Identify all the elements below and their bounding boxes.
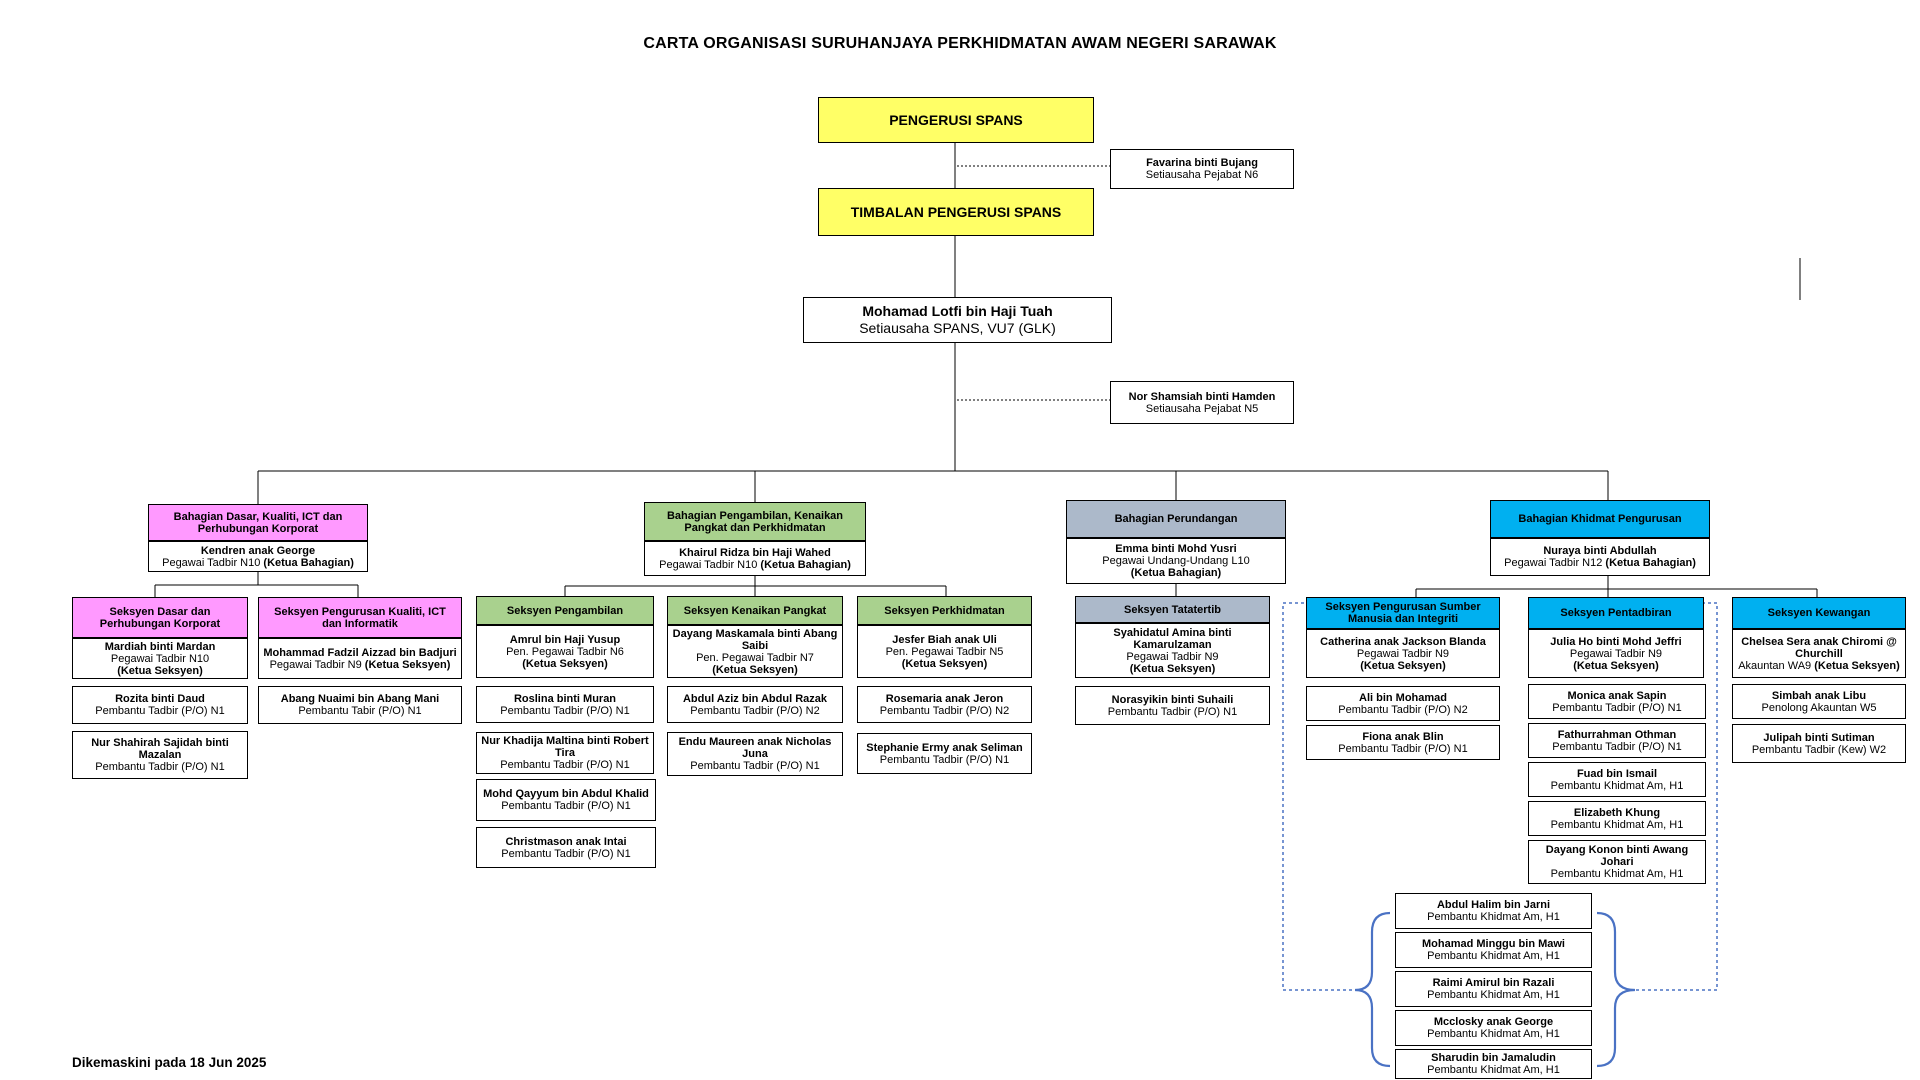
spans-secretary-box: Mohamad Lotfi bin Haji Tuah Setiausaha S… xyxy=(803,297,1112,343)
staff-card: Endu Maureen anak Nicholas Juna Pembantu… xyxy=(667,732,843,776)
section-title: Seksyen Kenaikan Pangkat xyxy=(667,596,843,625)
staff-card: Rosemaria anak Jeron Pembantu Tadbir (P/… xyxy=(857,686,1032,723)
section-head: Syahidatul Amina binti Kamarulzaman Pega… xyxy=(1075,623,1270,678)
section-head: Catherina anak Jackson Blanda Pegawai Ta… xyxy=(1306,629,1500,678)
division-title: Bahagian Khidmat Pengurusan xyxy=(1490,500,1710,538)
section-head: Mohammad Fadzil Aizzad bin Badjuri Pegaw… xyxy=(258,638,462,679)
division-title: Bahagian Dasar, Kualiti, ICT dan Perhubu… xyxy=(148,504,368,541)
section-head: Julia Ho binti Mohd Jeffri Pegawai Tadbi… xyxy=(1528,629,1704,678)
division-title: Bahagian Pengambilan, Kenaikan Pangkat d… xyxy=(644,502,866,541)
shared-staff-card: Mohamad Minggu bin Mawi Pembantu Khidmat… xyxy=(1395,932,1592,968)
staff-card: Fuad bin Ismail Pembantu Khidmat Am, H1 xyxy=(1528,762,1706,797)
section-head: Jesfer Biah anak Uli Pen. Pegawai Tadbir… xyxy=(857,625,1032,678)
staff-card: Rozita binti Daud Pembantu Tadbir (P/O) … xyxy=(72,686,248,724)
section-title: Seksyen Perkhidmatan xyxy=(857,596,1032,625)
section-head: Mardiah binti Mardan Pegawai Tadbir N10 … xyxy=(72,638,248,679)
spans-secretary-name: Mohamad Lotfi bin Haji Tuah xyxy=(862,303,1053,319)
office-secretary-box: Nor Shamsiah binti Hamden Setiausaha Pej… xyxy=(1110,381,1294,424)
division-head: Emma binti Mohd Yusri Pegawai Undang-Und… xyxy=(1066,538,1286,584)
staff-card: Mohd Qayyum bin Abdul Khalid Pembantu Ta… xyxy=(476,779,656,821)
section-head: Amrul bin Haji Yusup Pen. Pegawai Tadbir… xyxy=(476,625,654,678)
staff-card: Ali bin Mohamad Pembantu Tadbir (P/O) N2 xyxy=(1306,686,1500,721)
section-title: Seksyen Pengurusan Sumber Manusia dan In… xyxy=(1306,597,1500,629)
staff-card: Abdul Aziz bin Abdul Razak Pembantu Tadb… xyxy=(667,686,843,723)
division-title: Bahagian Perundangan xyxy=(1066,500,1286,538)
division-head: Kendren anak George Pegawai Tadbir N10 (… xyxy=(148,541,368,572)
staff-card: Christmason anak Intai Pembantu Tadbir (… xyxy=(476,827,656,868)
chair-secretary-name: Favarina binti Bujang xyxy=(1146,157,1258,169)
division-head: Nuraya binti Abdullah Pegawai Tadbir N12… xyxy=(1490,538,1710,576)
division-head: Khairul Ridza bin Haji Wahed Pegawai Tad… xyxy=(644,541,866,576)
chairman-box: PENGERUSI SPANS xyxy=(818,97,1094,143)
shared-staff-card: Abdul Halim bin Jarni Pembantu Khidmat A… xyxy=(1395,893,1592,929)
section-title: Seksyen Kewangan xyxy=(1732,597,1906,629)
shared-staff-card: Sharudin bin Jamaludin Pembantu Khidmat … xyxy=(1395,1049,1592,1079)
deputy-chairman-box: TIMBALAN PENGERUSI SPANS xyxy=(818,188,1094,236)
staff-card: Nur Shahirah Sajidah binti Mazalan Pemba… xyxy=(72,731,248,779)
section-title: Seksyen Pengurusan Kualiti, ICT dan Info… xyxy=(258,597,462,638)
staff-card: Fathurrahman Othman Pembantu Tadbir (P/O… xyxy=(1528,723,1706,758)
staff-card: Simbah anak Libu Penolong Akauntan W5 xyxy=(1732,684,1906,719)
chart-title: CARTA ORGANISASI SURUHANJAYA PERKHIDMATA… xyxy=(643,35,1277,52)
last-updated-note: Dikemaskini pada 18 Jun 2025 xyxy=(72,1055,267,1070)
staff-card: Elizabeth Khung Pembantu Khidmat Am, H1 xyxy=(1528,801,1706,836)
spans-secretary-position: Setiausaha SPANS, VU7 (GLK) xyxy=(859,320,1056,336)
staff-card: Fiona anak Blin Pembantu Tadbir (P/O) N1 xyxy=(1306,725,1500,760)
section-title: Seksyen Pentadbiran xyxy=(1528,597,1704,629)
chairman-label: PENGERUSI SPANS xyxy=(889,112,1023,128)
chair-secretary-position: Setiausaha Pejabat N6 xyxy=(1145,169,1259,181)
shared-staff-card: Raimi Amirul bin Razali Pembantu Khidmat… xyxy=(1395,971,1592,1007)
section-title: Seksyen Tatatertib xyxy=(1075,596,1270,623)
staff-card: Julipah binti Sutiman Pembantu Tadbir (K… xyxy=(1732,724,1906,763)
section-head: Chelsea Sera anak Chiromi @ Churchill Ak… xyxy=(1732,629,1906,678)
staff-card: Monica anak Sapin Pembantu Tadbir (P/O) … xyxy=(1528,684,1706,719)
shared-staff-card: Mcclosky anak George Pembantu Khidmat Am… xyxy=(1395,1010,1592,1046)
deputy-chairman-label: TIMBALAN PENGERUSI SPANS xyxy=(850,204,1062,220)
staff-card: Norasyikin binti Suhaili Pembantu Tadbir… xyxy=(1075,686,1270,725)
section-title: Seksyen Dasar dan Perhubungan Korporat xyxy=(72,597,248,638)
staff-card: Roslina binti Muran Pembantu Tadbir (P/O… xyxy=(476,686,654,723)
office-secretary-name: Nor Shamsiah binti Hamden xyxy=(1128,390,1276,403)
section-head: Dayang Maskamala binti Abang Saibi Pen. … xyxy=(667,625,843,678)
staff-card: Dayang Konon binti Awang Johari Pembantu… xyxy=(1528,840,1706,884)
section-title: Seksyen Pengambilan xyxy=(476,596,654,625)
office-secretary-position: Setiausaha Pejabat N5 xyxy=(1145,402,1259,415)
staff-card: Nur Khadija Maltina binti Robert Tira Pe… xyxy=(476,732,654,774)
staff-card: Stephanie Ermy anak Seliman Pembantu Tad… xyxy=(857,733,1032,774)
staff-card: Abang Nuaimi bin Abang Mani Pembantu Tab… xyxy=(258,686,462,724)
chair-secretary-box: Favarina binti Bujang Setiausaha Pejabat… xyxy=(1110,149,1294,189)
